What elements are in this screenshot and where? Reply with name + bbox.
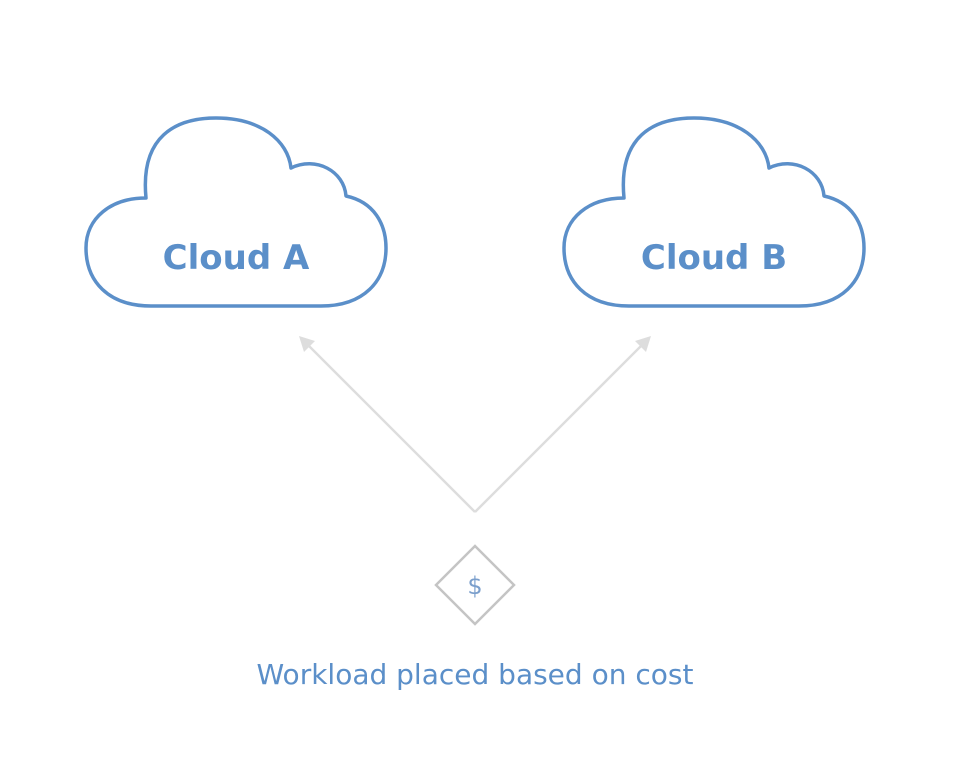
cloud-b: Cloud B	[562, 116, 866, 308]
cloud-b-label: Cloud B	[641, 238, 787, 278]
arrow-to-cloud-a	[306, 343, 476, 513]
arrow-b-head	[635, 336, 651, 352]
arrow-a-head	[299, 336, 315, 352]
dollar-diamond-icon: $	[434, 544, 516, 626]
arrow-to-cloud-b	[474, 343, 644, 513]
cloud-a: Cloud A	[84, 116, 388, 308]
diagram-caption: Workload placed based on cost	[257, 658, 694, 691]
dollar-symbol: $	[467, 572, 482, 600]
cloud-a-label: Cloud A	[163, 238, 310, 278]
decision-diamond	[434, 544, 516, 626]
placement-arrows	[299, 336, 651, 513]
